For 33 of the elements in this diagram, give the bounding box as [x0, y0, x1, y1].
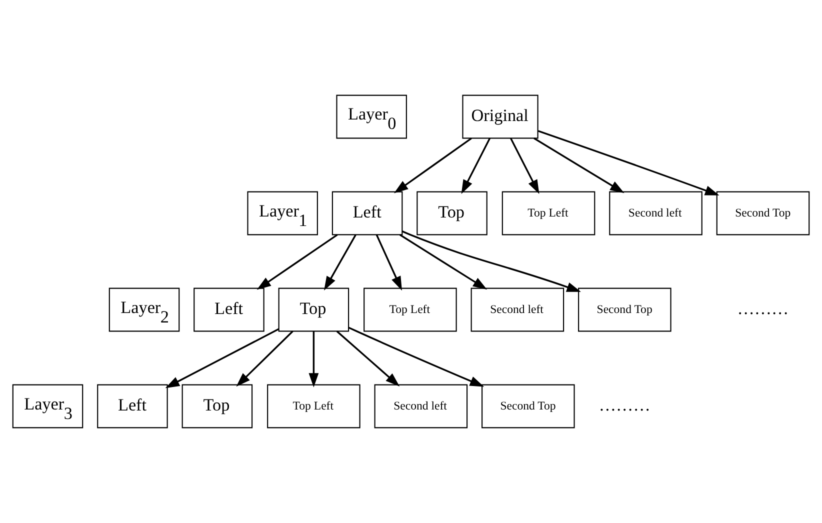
arrow — [348, 326, 484, 387]
node-box: Top Left — [502, 191, 596, 236]
arrow — [461, 138, 491, 194]
node-box: Second Top — [482, 384, 575, 428]
node-box: Top Left — [267, 384, 360, 428]
arrow — [256, 234, 338, 290]
arrow — [236, 330, 294, 387]
node-box: Left — [332, 191, 403, 236]
arrow — [394, 138, 472, 194]
node-box: Top — [182, 384, 253, 428]
node-box: Second left — [374, 384, 468, 428]
node-box: Second left — [609, 191, 702, 236]
node-box: Original — [462, 94, 538, 139]
label: ……… — [737, 298, 789, 318]
node-box: Top Left — [364, 288, 457, 332]
node-box: Second Top — [716, 191, 810, 236]
arrow — [402, 230, 581, 292]
arrow — [538, 130, 720, 196]
node-box: Left — [194, 288, 264, 332]
arrow — [165, 328, 280, 388]
arrow — [336, 330, 400, 386]
arrow — [510, 138, 540, 194]
node-box: Second left — [470, 288, 564, 332]
label: ……… — [598, 395, 650, 414]
arrow — [308, 331, 319, 388]
node-box: Top — [416, 191, 488, 236]
node-box: Second Top — [578, 288, 672, 332]
arrow — [534, 138, 624, 194]
arrow — [324, 234, 356, 290]
arrow — [376, 234, 402, 291]
node-box: Top — [278, 288, 350, 332]
arrow — [399, 234, 488, 290]
node-box: Left — [97, 384, 168, 428]
